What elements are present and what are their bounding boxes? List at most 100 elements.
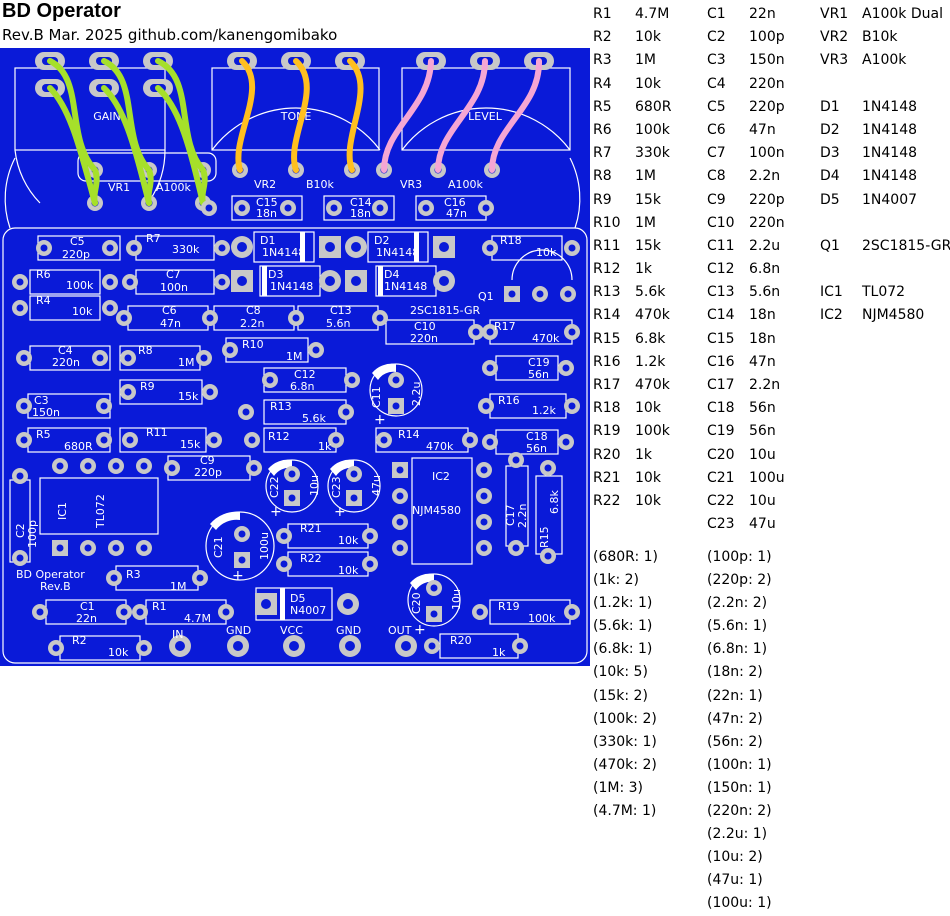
count-item: (6.8n: 1) [707,641,768,658]
bom-value: 15k [635,191,661,208]
svg-text:15k: 15k [180,438,201,451]
svg-text:TL072: TL072 [94,494,107,529]
count-item: (1.2k: 1) [593,595,653,612]
svg-text:D5: D5 [290,592,305,605]
count-item: (680R: 1) [593,549,659,565]
bom-value: 18n [749,307,776,324]
bom-value: 10k [635,469,661,486]
svg-text:NJM4580: NJM4580 [412,504,461,517]
svg-text:18n: 18n [256,207,277,220]
bom-ref: R17 [593,377,621,393]
count-item: (18n: 2) [707,664,763,681]
bom-value: 1M [635,214,656,231]
svg-text:C14: C14 [350,196,372,209]
svg-text:+: + [334,504,346,520]
bom-ref [820,73,862,96]
svg-text:Rev.B: Rev.B [40,580,71,593]
svg-text:220p: 220p [62,248,90,261]
svg-text:1N4148: 1N4148 [270,280,313,293]
svg-text:18n: 18n [350,207,371,220]
svg-text:C20: C20 [410,592,423,614]
bom-ref: C17 [707,377,735,393]
bom-ref: R16 [593,353,621,370]
tone-label: TONE [280,110,312,123]
bom-ref: D2 [820,121,840,138]
bom-value: 15k [635,237,661,254]
svg-text:R10: R10 [242,338,264,351]
svg-text:R15: R15 [538,526,551,548]
svg-text:47n: 47n [446,207,467,220]
svg-text:R19: R19 [498,600,520,613]
svg-text:R6: R6 [36,268,51,281]
svg-text:R14: R14 [398,428,420,441]
bom-ref: C1 [707,6,726,22]
bom-value: 1N4148 [862,145,918,162]
count-item: (1k: 2) [593,572,640,589]
pcb-layout: GAIN TONE LEVEL VR1 A100k VR2 B10k VR3 A… [0,48,590,666]
bom-value: 6.8n [749,261,781,278]
svg-text:6.8n: 6.8n [290,380,314,393]
svg-text:N4007: N4007 [290,604,326,617]
bom-ref: R14 [593,307,621,324]
bom-value: 1M [635,168,656,185]
bom-ref: R13 [593,284,621,301]
bom-row: R4 10k [593,73,671,96]
svg-text:C12: C12 [294,368,316,381]
svg-text:C21: C21 [212,536,225,558]
bom-value: 47u [749,516,776,533]
bom-ref: C10 [707,214,735,231]
svg-text:10u: 10u [450,589,463,610]
bom-value: 2.2n [749,377,781,393]
svg-text:R16: R16 [498,394,520,407]
svg-text:D3: D3 [268,268,283,281]
svg-text:D4: D4 [384,268,399,281]
bom-value: NJM4580 [862,307,925,324]
bom-value: 18n [749,330,776,347]
svg-text:C2: C2 [14,523,27,538]
bom-ref: R6 [593,121,612,138]
count-item: (5.6k: 1) [593,618,653,635]
svg-text:C22: C22 [268,476,281,498]
svg-text:4.7M: 4.7M [184,612,211,625]
bom-value: TL072 [862,284,906,301]
svg-text:2.2u: 2.2u [410,382,423,406]
bom-ref: R1 [593,6,612,22]
svg-text:Q1: Q1 [478,290,494,303]
bom-ref: IC1 [820,284,843,301]
bom-value: 56n [749,400,776,417]
bom-value: 10k [635,75,661,92]
bom-ref: R7 [593,145,612,162]
svg-text:R22: R22 [300,552,322,565]
svg-text:R4: R4 [36,294,51,307]
bom-value: 47n [749,353,776,370]
svg-text:GND: GND [226,624,251,637]
level-label: LEVEL [468,110,503,123]
bom-value: 1k [635,261,653,278]
svg-text:1N4148: 1N4148 [376,246,419,259]
bom-ref: R9 [593,191,612,208]
svg-text:100p: 100p [26,520,39,548]
svg-text:150n: 150n [32,406,60,419]
svg-text:5.6n: 5.6n [326,317,350,330]
bom-ref: R4 [593,75,612,92]
svg-text:220n: 220n [410,332,438,345]
